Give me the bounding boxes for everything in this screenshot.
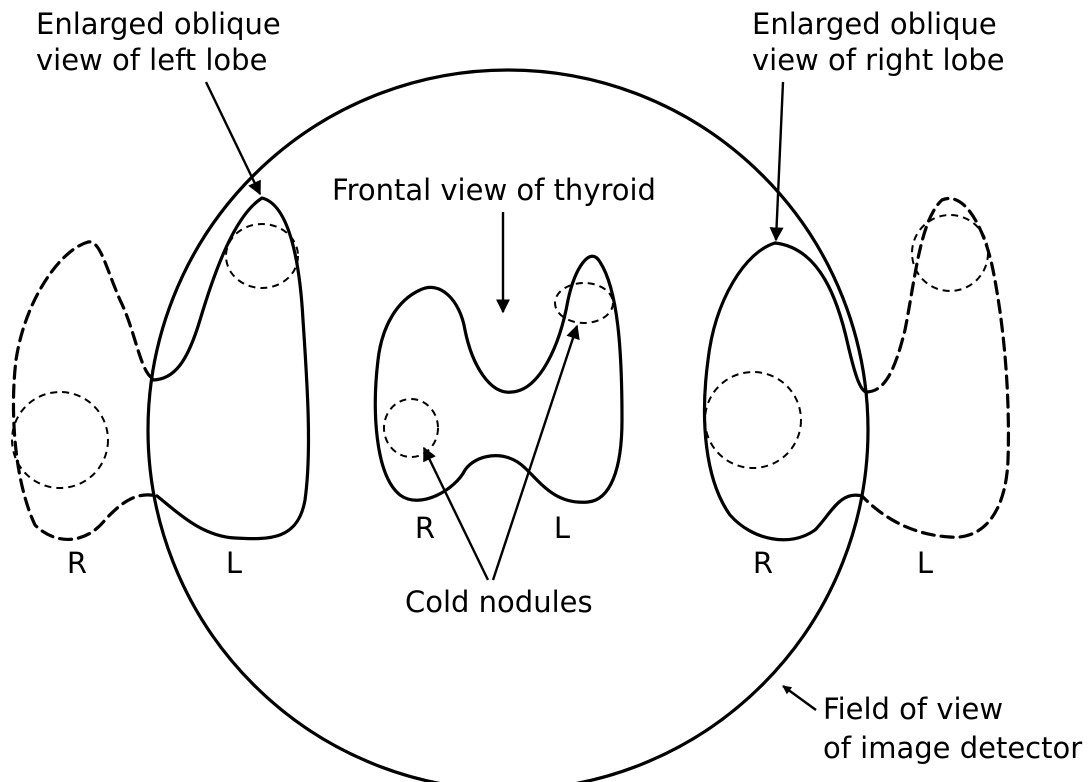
arrow-oblique-left xyxy=(206,82,260,194)
right-view-right-lobe xyxy=(775,243,866,392)
right-view-left-lobe-dashed xyxy=(862,198,1008,537)
frontal-r-letter: R xyxy=(415,511,435,545)
arrow-oblique-right xyxy=(776,82,783,240)
left-view-nodule-lower xyxy=(12,392,108,488)
frontal-nodule-right xyxy=(384,399,438,457)
frontal-l-letter: L xyxy=(554,511,570,545)
frontal-nodule-left xyxy=(555,283,613,323)
left-view-l-letter: L xyxy=(226,546,242,580)
left-view-right-lobe-dashed xyxy=(13,242,157,540)
right-view-l-letter: L xyxy=(917,546,933,580)
label-oblique-right-line2: view of right lobe xyxy=(752,43,1005,77)
label-frontal-view: Frontal view of thyroid xyxy=(332,173,656,207)
frontal-thyroid-outline xyxy=(375,256,622,502)
left-view-r-letter: R xyxy=(67,546,87,580)
frontal-view: R L xyxy=(375,256,622,545)
label-field-line1: Field of view xyxy=(823,692,1003,726)
label-oblique-left-line2: view of left lobe xyxy=(36,43,267,77)
right-view-r-letter: R xyxy=(753,546,773,580)
right-view-nodule-lower xyxy=(705,372,801,468)
left-view-left-lobe xyxy=(152,198,309,539)
right-view-nodule-upper xyxy=(912,215,988,291)
left-view-nodule-upper xyxy=(226,224,298,288)
label-oblique-left-line1: Enlarged oblique xyxy=(36,7,281,41)
label-cold-nodules: Cold nodules xyxy=(405,585,593,619)
arrow-field-of-view xyxy=(783,686,816,710)
label-field-line2: of image detector xyxy=(823,731,1082,765)
label-oblique-right-line1: Enlarged oblique xyxy=(752,7,997,41)
